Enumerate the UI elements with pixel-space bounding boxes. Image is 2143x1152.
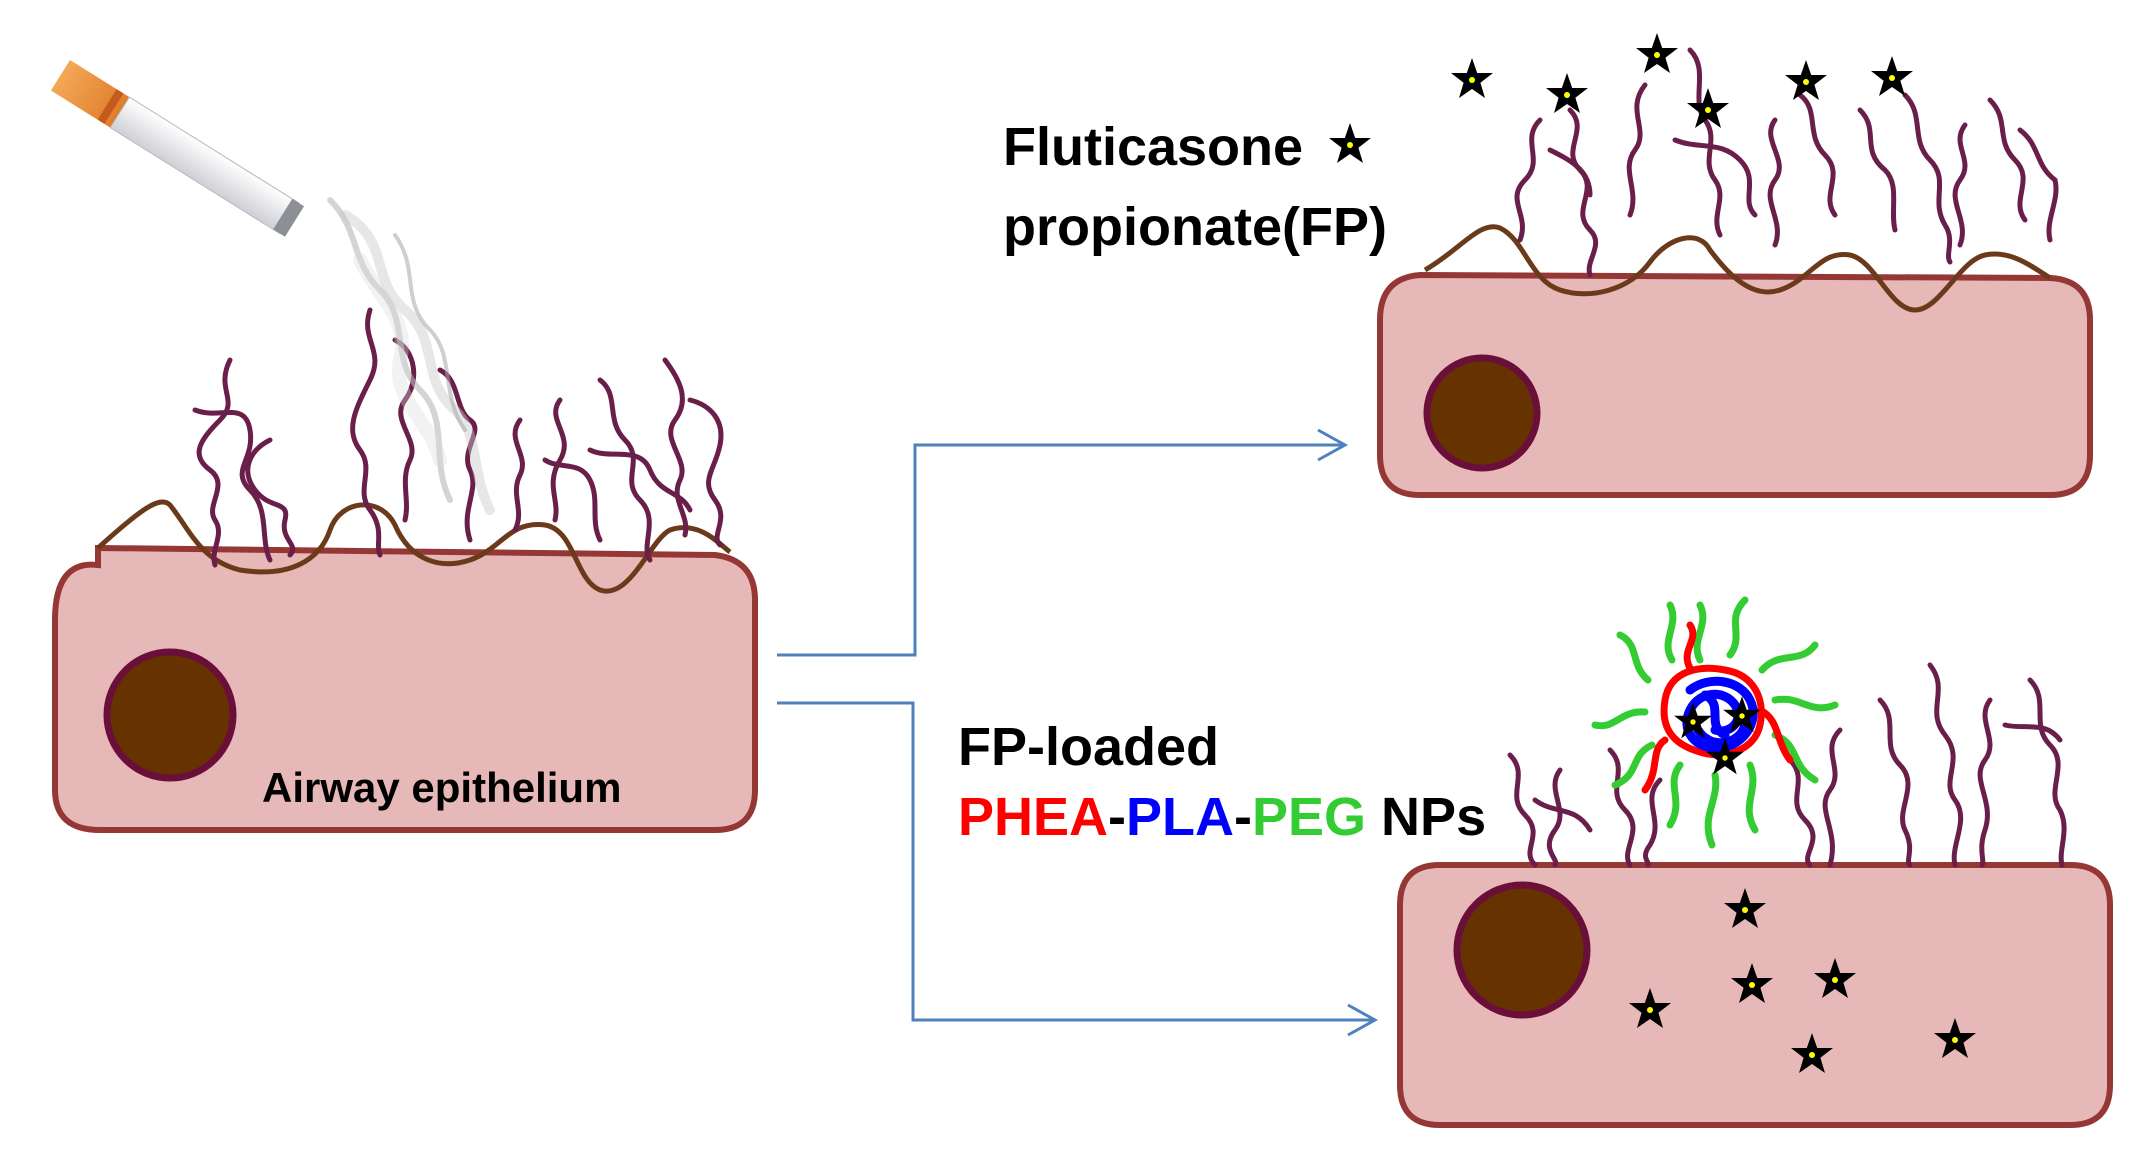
left-mucin-fibers: [192, 307, 724, 568]
drug-star-icon: [1451, 58, 1493, 98]
drug-star-icon: [1636, 33, 1678, 73]
branch-arrows: [777, 428, 1379, 1037]
np-nucleus: [1453, 881, 1591, 1019]
left-nucleus: [103, 648, 237, 782]
fp-mucus-layer: [1423, 224, 2052, 313]
fp-cell: [1377, 33, 2093, 498]
left-cell: [52, 307, 758, 833]
fp-cell-body: [1377, 271, 2093, 498]
arrow-to-nps: [777, 701, 1375, 1022]
np-label-line2: PHEA-PLA-PEG NPs: [958, 787, 1486, 847]
np-label-line1: FP-loaded: [958, 717, 1219, 777]
pla-label: PLA: [1126, 787, 1234, 847]
drug-star-icon: [1329, 123, 1371, 163]
airway-epithelium-label: Airway epithelium: [262, 764, 621, 811]
nps-label: NPs: [1366, 787, 1486, 847]
phea-pla-peg-nanoparticle: [1591, 596, 1839, 849]
np-cell: [1397, 596, 2113, 1128]
peg-label: PEG: [1252, 787, 1366, 847]
phea-label: PHEA: [958, 787, 1108, 847]
np-mucin-fibers: [1507, 662, 2067, 868]
cigarette-icon: [50, 60, 305, 237]
fp-label-line1: Fluticasone: [1003, 117, 1303, 177]
arrow-to-fp: [777, 443, 1345, 657]
dash-2: -: [1234, 787, 1252, 847]
drug-star-icon: [1871, 56, 1913, 96]
drug-star-icon: [1785, 60, 1827, 100]
drug-star-icon: [1546, 73, 1588, 113]
fp-drug-stars: [1451, 33, 1913, 128]
fp-mucin-fibers: [1514, 47, 2059, 278]
fp-nucleus: [1423, 354, 1541, 472]
phea-shell: [1641, 621, 1794, 794]
dash-1: -: [1108, 787, 1126, 847]
smoke-icon: [327, 197, 495, 515]
left-cell-body: [52, 545, 758, 833]
left-mucus-layer: [96, 499, 732, 594]
fp-label-line2: propionate(FP): [1003, 197, 1387, 257]
